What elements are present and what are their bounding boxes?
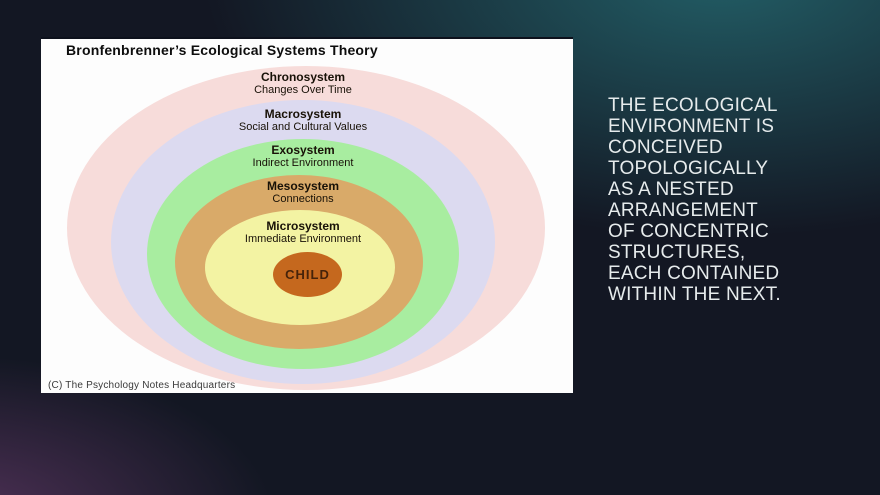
microsystem-label: Microsystem Immediate Environment [41,219,565,246]
microsystem-subtitle: Immediate Environment [244,233,362,245]
mesosystem-name: Mesosystem [266,179,340,193]
slide-caption: THE ECOLOGICAL ENVIRONMENT IS CONCEIVED … [608,95,781,305]
macrosystem-subtitle: Social and Cultural Values [238,121,368,133]
chronosystem-subtitle: Changes Over Time [254,84,352,96]
microsystem-name: Microsystem [266,219,340,233]
child-ellipse: CHILD [273,252,342,297]
diagram-title: Bronfenbrenner’s Ecological Systems Theo… [66,42,378,58]
chronosystem-label: Chronosystem Changes Over Time [41,70,565,97]
exosystem-subtitle: Indirect Environment [252,157,354,169]
copyright-text: (C) The Psychology Notes Headquarters [48,380,236,391]
exosystem-name: Exosystem [271,143,335,157]
chronosystem-name: Chronosystem [260,70,346,84]
mesosystem-subtitle: Connections [272,193,334,205]
exosystem-label: Exosystem Indirect Environment [41,143,565,170]
macrosystem-name: Macrosystem [264,107,342,121]
ecological-systems-diagram: Bronfenbrenner’s Ecological Systems Theo… [41,37,573,393]
mesosystem-label: Mesosystem Connections [41,179,565,206]
macrosystem-label: Macrosystem Social and Cultural Values [41,107,565,134]
